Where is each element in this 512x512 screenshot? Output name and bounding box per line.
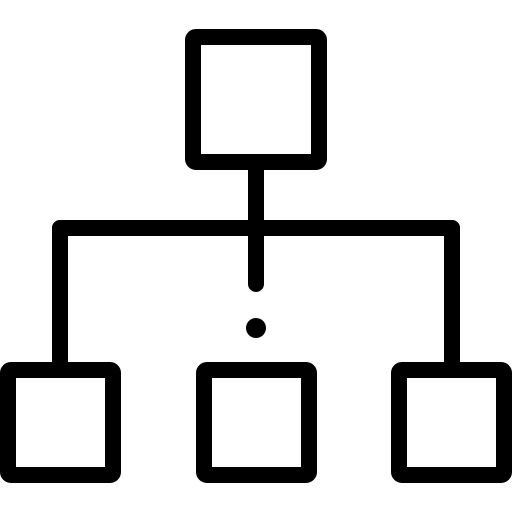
bottom-middle-node-box [196, 362, 317, 483]
bottom-left-node-box [0, 362, 121, 483]
bottom-right-node-box [391, 362, 512, 483]
middle-dot [246, 318, 266, 338]
top-node-box [185, 29, 327, 170]
